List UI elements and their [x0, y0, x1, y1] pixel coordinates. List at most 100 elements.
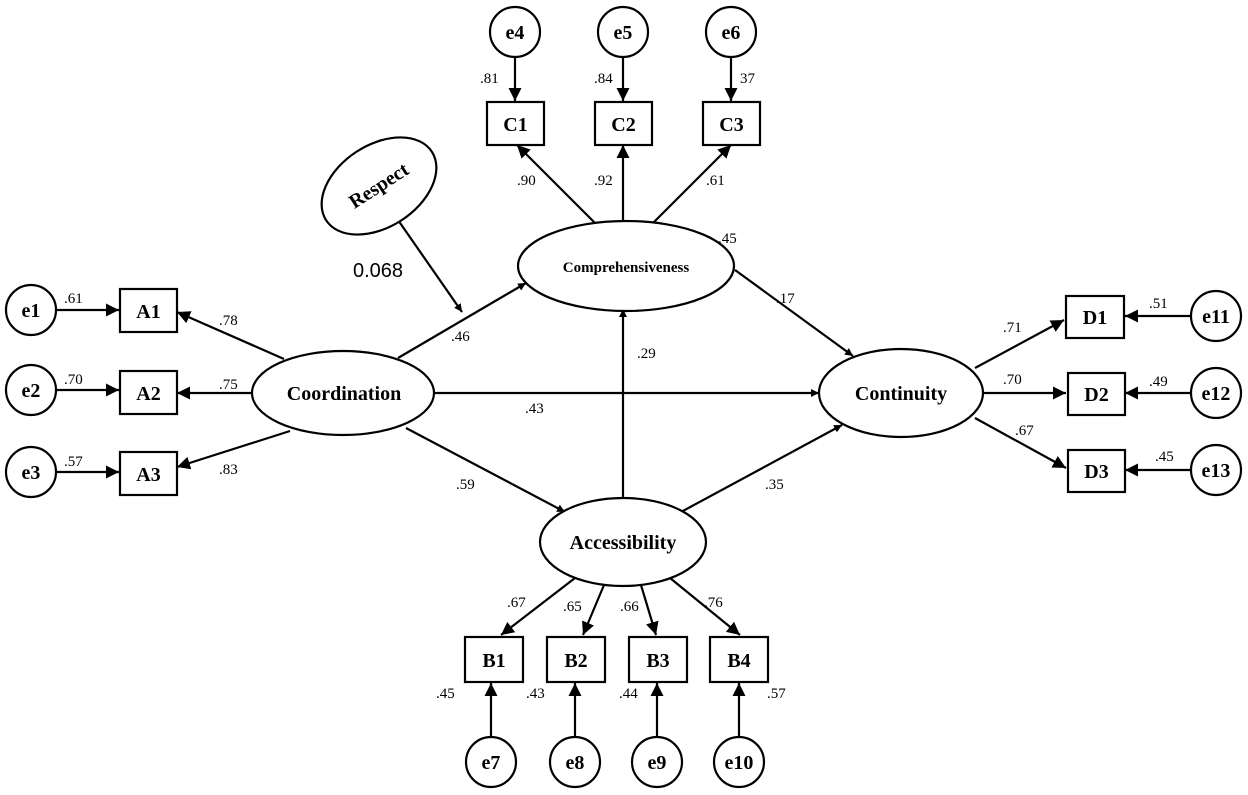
svg-text:B4: B4 — [727, 650, 750, 672]
latent-coordination: Coordination — [250, 349, 436, 437]
coef-coordination-A3: .83 — [219, 462, 238, 478]
latent-coordination-label: Coordination — [287, 383, 401, 405]
coef-comprehensiveness-C3: .61 — [706, 173, 725, 189]
svg-text:A3: A3 — [136, 464, 160, 486]
svg-text:B2: B2 — [564, 650, 587, 672]
coef-comprehensiveness-continuity: .17 — [776, 291, 795, 307]
coef-coordination-A1: .78 — [219, 313, 238, 329]
indicator-D2: D2 — [1066, 371, 1127, 417]
error-e12: e12 — [1189, 366, 1243, 420]
coef-accessibility-B4: .76 — [704, 595, 723, 611]
svg-text:e5: e5 — [614, 22, 633, 44]
svg-text:e8: e8 — [566, 752, 585, 774]
error-e6: e6 — [704, 5, 758, 59]
indicator-A3: A3 — [118, 450, 179, 497]
svg-text:B3: B3 — [646, 650, 669, 672]
svg-text:e6: e6 — [722, 22, 741, 44]
coef-e8-B2: .43 — [526, 686, 545, 702]
indicator-B4: B4 — [708, 635, 770, 684]
error-e8: e8 — [548, 735, 602, 789]
coef-e6-C3: 37 — [740, 71, 756, 87]
svg-text:D2: D2 — [1084, 384, 1108, 406]
edge-accessibility-B3 — [639, 584, 659, 636]
coef-e12-D2: .49 — [1149, 374, 1168, 390]
edge-accessibility-continuity — [680, 424, 843, 513]
indicator-C1: C1 — [485, 100, 546, 147]
svg-text:D1: D1 — [1083, 307, 1107, 329]
latent-accessibility: Accessibility — [538, 496, 708, 588]
error-e13: e13 — [1189, 443, 1243, 497]
edge-coordination-comprehensiveness — [397, 282, 527, 359]
coef-e11-D1: .51 — [1149, 296, 1168, 312]
coef-respect-moderation: 0.068 — [353, 260, 403, 282]
coef-accessibility-B3: .66 — [620, 599, 639, 615]
coef-e9-B3: .44 — [619, 686, 638, 702]
edge-accessibility-B1 — [500, 577, 576, 636]
svg-text:D3: D3 — [1084, 461, 1108, 483]
coef-e4-C1: .81 — [480, 71, 499, 87]
edge-comprehensiveness-C3 — [651, 144, 732, 225]
error-e1: e1 — [4, 283, 58, 337]
svg-text:e12: e12 — [1202, 383, 1231, 405]
svg-text:e1: e1 — [22, 300, 41, 322]
edge-comprehensiveness-C1 — [516, 144, 597, 225]
error-e11: e11 — [1189, 289, 1243, 343]
svg-text:e3: e3 — [22, 462, 41, 484]
coef-comprehensiveness-r2: .45 — [718, 231, 737, 247]
coef-e2-A2: .70 — [64, 372, 83, 388]
error-e3: e3 — [4, 445, 58, 499]
indicator-D3: D3 — [1066, 448, 1127, 494]
edge-coordination-A1 — [176, 310, 285, 361]
latent-continuity-label: Continuity — [855, 383, 947, 405]
edge-respect-moderation — [397, 219, 463, 313]
edge-comprehensiveness-continuity — [734, 269, 854, 357]
error-e7: e7 — [464, 735, 518, 789]
latent-accessibility-label: Accessibility — [570, 532, 677, 554]
svg-text:e2: e2 — [22, 380, 41, 402]
coef-e7-B1: .45 — [436, 686, 455, 702]
coef-e10-B4: .57 — [767, 686, 786, 702]
coef-accessibility-comprehensiveness: .29 — [637, 346, 656, 362]
indicator-B2: B2 — [545, 635, 607, 684]
svg-text:e4: e4 — [506, 22, 525, 44]
coef-accessibility-B2: .65 — [563, 599, 582, 615]
edge-accessibility-B2 — [581, 584, 606, 636]
edge-accessibility-B4 — [669, 577, 741, 636]
latent-comprehensiveness-label: Comprehensiveness — [563, 260, 690, 276]
indicator-B1: B1 — [463, 635, 525, 684]
edge-continuity-D1 — [974, 319, 1065, 369]
coef-coordination-continuity: .43 — [525, 401, 544, 417]
indicator-B3: B3 — [627, 635, 689, 684]
coef-comprehensiveness-C1: .90 — [517, 173, 536, 189]
latent-comprehensiveness: Comprehensiveness — [516, 219, 736, 313]
coef-accessibility-B1: .67 — [507, 595, 526, 611]
svg-text:e11: e11 — [1202, 306, 1230, 328]
error-e10: e10 — [712, 735, 766, 789]
error-e9: e9 — [630, 735, 684, 789]
coef-continuity-D3: .67 — [1015, 423, 1034, 439]
svg-text:A2: A2 — [136, 383, 160, 405]
error-e5: e5 — [596, 5, 650, 59]
svg-text:e9: e9 — [648, 752, 667, 774]
svg-text:B1: B1 — [482, 650, 505, 672]
edge-coordination-A3 — [176, 429, 291, 470]
indicator-A1: A1 — [118, 287, 179, 334]
latent-respect: Respect — [320, 136, 438, 236]
coef-e13-D3: .45 — [1155, 449, 1174, 465]
coef-e1-A1: .61 — [64, 291, 83, 307]
error-e4: e4 — [488, 5, 542, 59]
latent-continuity: Continuity — [817, 347, 985, 439]
edge-continuity-D3 — [974, 417, 1067, 469]
svg-text:e7: e7 — [482, 752, 501, 774]
coef-coordination-A2: .75 — [219, 377, 238, 393]
coef-comprehensiveness-C2: .92 — [594, 173, 613, 189]
svg-text:e13: e13 — [1202, 460, 1231, 482]
indicator-C2: C2 — [593, 100, 654, 147]
error-e2: e2 — [4, 363, 58, 417]
edge-coordination-accessibility — [405, 427, 566, 513]
indicator-D1: D1 — [1064, 294, 1126, 340]
coef-e3-A3: .57 — [64, 454, 83, 470]
coef-continuity-D1: .71 — [1003, 320, 1022, 336]
indicator-A2: A2 — [118, 369, 179, 416]
